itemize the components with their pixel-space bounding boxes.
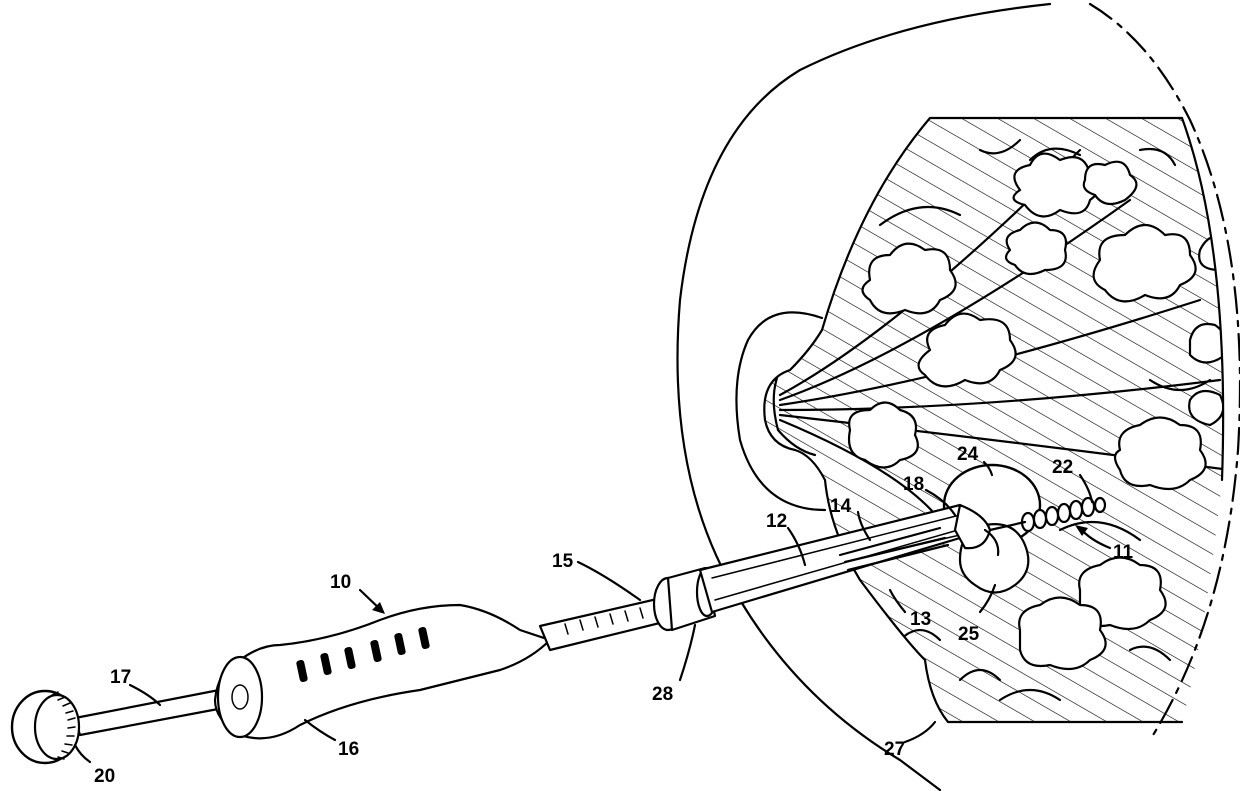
- label-18: 18: [903, 474, 924, 495]
- label-20: 20: [94, 766, 115, 787]
- label-10: 10: [330, 572, 351, 593]
- label-14: 14: [830, 496, 852, 517]
- label-22: 22: [1052, 457, 1073, 478]
- label-13: 13: [910, 609, 931, 630]
- label-16: 16: [338, 739, 359, 760]
- label-27: 27: [884, 739, 905, 760]
- label-11: 11: [1113, 542, 1134, 563]
- tissue-section: [764, 118, 1230, 722]
- label-24: 24: [957, 444, 979, 465]
- label-25: 25: [958, 624, 980, 645]
- label-17: 17: [110, 667, 131, 688]
- handle-16: [215, 605, 550, 738]
- label-28: 28: [652, 684, 673, 705]
- label-12: 12: [766, 511, 787, 532]
- label-15: 15: [552, 551, 574, 572]
